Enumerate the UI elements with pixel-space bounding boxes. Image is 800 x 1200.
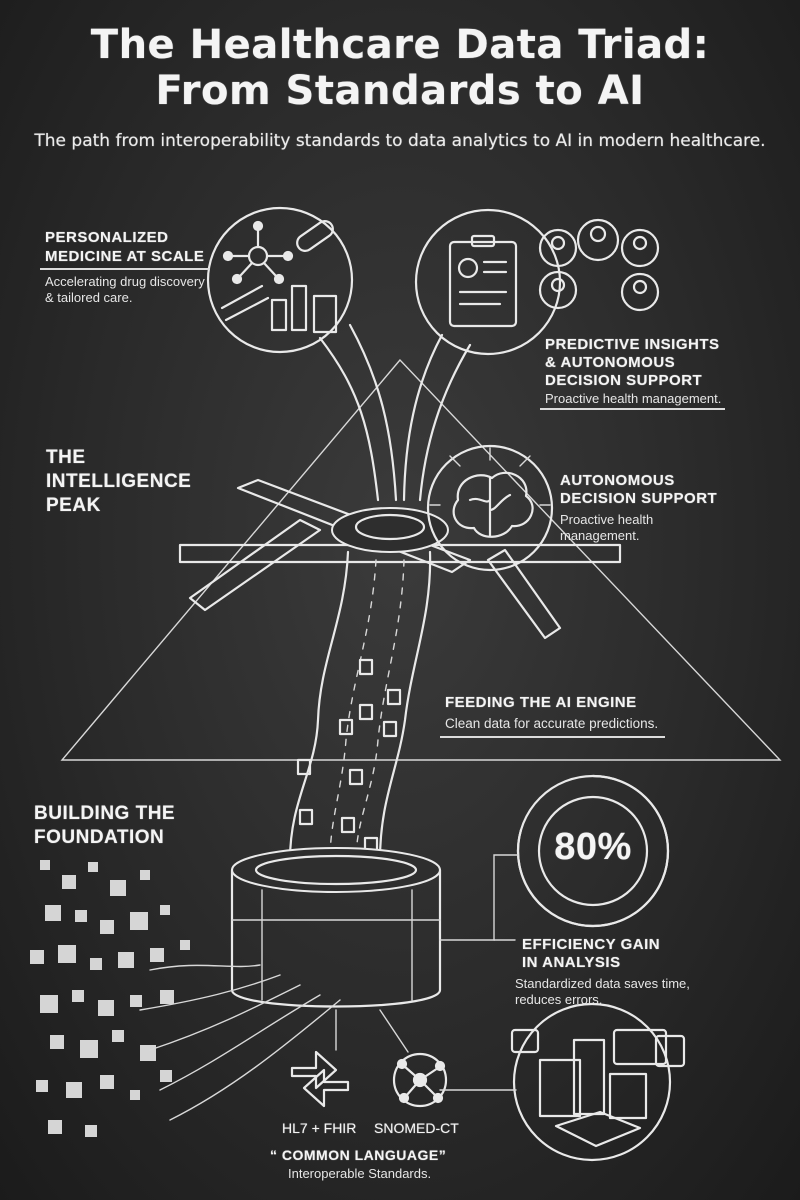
efficiency-heading-line-2: IN ANALYSIS: [522, 954, 621, 971]
intelligence-peak-label: THE INTELLIGENCE PEAK: [46, 446, 191, 518]
predictive-divider: [540, 408, 725, 410]
upper-roads: [318, 323, 472, 502]
scattered-data: [30, 860, 190, 1137]
foundation-label: BUILDING THE FOUNDATION: [34, 802, 175, 850]
hl7-fhir-icon: [290, 1050, 350, 1108]
base-cylinder: [230, 847, 442, 1008]
feeding-desc: Clean data for accurate predictions.: [445, 716, 659, 731]
personalized-desc-line-1: Accelerating drug discovery: [45, 274, 205, 289]
autonomous-heading-line-2: DECISION SUPPORT: [560, 490, 718, 507]
brain-circle: [426, 444, 554, 572]
data-packets: [296, 658, 402, 854]
snomed-label: SNOMED-CT: [374, 1120, 459, 1136]
personalized-heading-line-2: MEDICINE AT SCALE: [45, 248, 205, 265]
foundation-line-1: BUILDING THE: [34, 803, 176, 824]
pill-capsule-icon: [296, 220, 334, 252]
efficiency-value: 80%: [554, 826, 632, 868]
predictive-desc: Proactive health management.: [545, 391, 722, 406]
predictive-heading: PREDICTIVE INSIGHTS & AUTONOMOUS DECISIO…: [545, 336, 720, 390]
title-line-2: From Standards to AI: [155, 68, 645, 114]
personalized-desc-line-2: & tailored care.: [45, 290, 133, 305]
hub-ring: [331, 507, 449, 553]
efficiency-desc: Standardized data saves time, reduces er…: [515, 976, 690, 1008]
personalized-heading-line-1: PERSONALIZED: [45, 229, 169, 246]
predictive-heading-line-3: DECISION SUPPORT: [545, 372, 703, 389]
pyramid-outline: [60, 358, 782, 761]
predictive-heading-line-2: & AUTONOMOUS: [545, 354, 676, 371]
foundation-line-2: FOUNDATION: [34, 827, 165, 848]
buildings-icon: [510, 1002, 686, 1162]
gauge-icon: [516, 774, 670, 928]
personalized-divider: [40, 268, 210, 270]
common-language-desc: Interoperable Standards.: [288, 1166, 432, 1181]
intelligence-peak-line-3: PEAK: [46, 495, 101, 516]
data-streams: [139, 964, 341, 1121]
molecule-icon: [222, 220, 294, 285]
autonomous-heading-line-1: AUTONOMOUS: [560, 472, 675, 489]
predictive-circle: [414, 208, 660, 356]
personalized-heading: PERSONALIZED MEDICINE AT SCALE: [45, 228, 204, 266]
personalized-medicine-circle: [206, 206, 354, 354]
vials-icon: [220, 284, 338, 334]
autonomous-desc-line-1: Proactive health: [560, 512, 654, 527]
title-line-1: The Healthcare Data Triad:: [90, 22, 710, 68]
intelligence-peak-line-2: INTELLIGENCE: [46, 471, 192, 492]
intelligence-peak-line-1: THE: [46, 447, 86, 468]
efficiency-heading-line-1: EFFICIENCY GAIN: [522, 936, 661, 953]
autonomous-desc: Proactive health management.: [560, 512, 653, 544]
autonomous-desc-line-2: management.: [560, 528, 640, 543]
autonomous-heading: AUTONOMOUS DECISION SUPPORT: [560, 472, 717, 508]
efficiency-desc-line-1: Standardized data saves time,: [515, 976, 690, 991]
hub-beams: [178, 478, 622, 640]
clipboard-icon: [448, 234, 518, 328]
feeding-divider: [440, 736, 665, 738]
doctor-avatars-icon: [538, 218, 660, 312]
personalized-desc: Accelerating drug discovery & tailored c…: [45, 274, 205, 306]
page-subtitle: The path from interoperability standards…: [34, 131, 766, 151]
efficiency-desc-line-2: reduces errors.: [515, 992, 603, 1007]
snomed-network-icon: [392, 1052, 448, 1108]
common-language-label: “ COMMON LANGUAGE”: [270, 1147, 447, 1163]
hl7-fhir-label: HL7 + FHIR: [282, 1120, 357, 1136]
page-title: The Healthcare Data Triad: From Standard…: [0, 22, 800, 114]
efficiency-heading: EFFICIENCY GAIN IN ANALYSIS: [522, 936, 660, 972]
main-stem-road: [288, 550, 432, 862]
brain-icon: [452, 471, 534, 538]
feeding-heading: FEEDING THE AI ENGINE: [445, 694, 637, 711]
predictive-heading-line-1: PREDICTIVE INSIGHTS: [545, 336, 720, 353]
